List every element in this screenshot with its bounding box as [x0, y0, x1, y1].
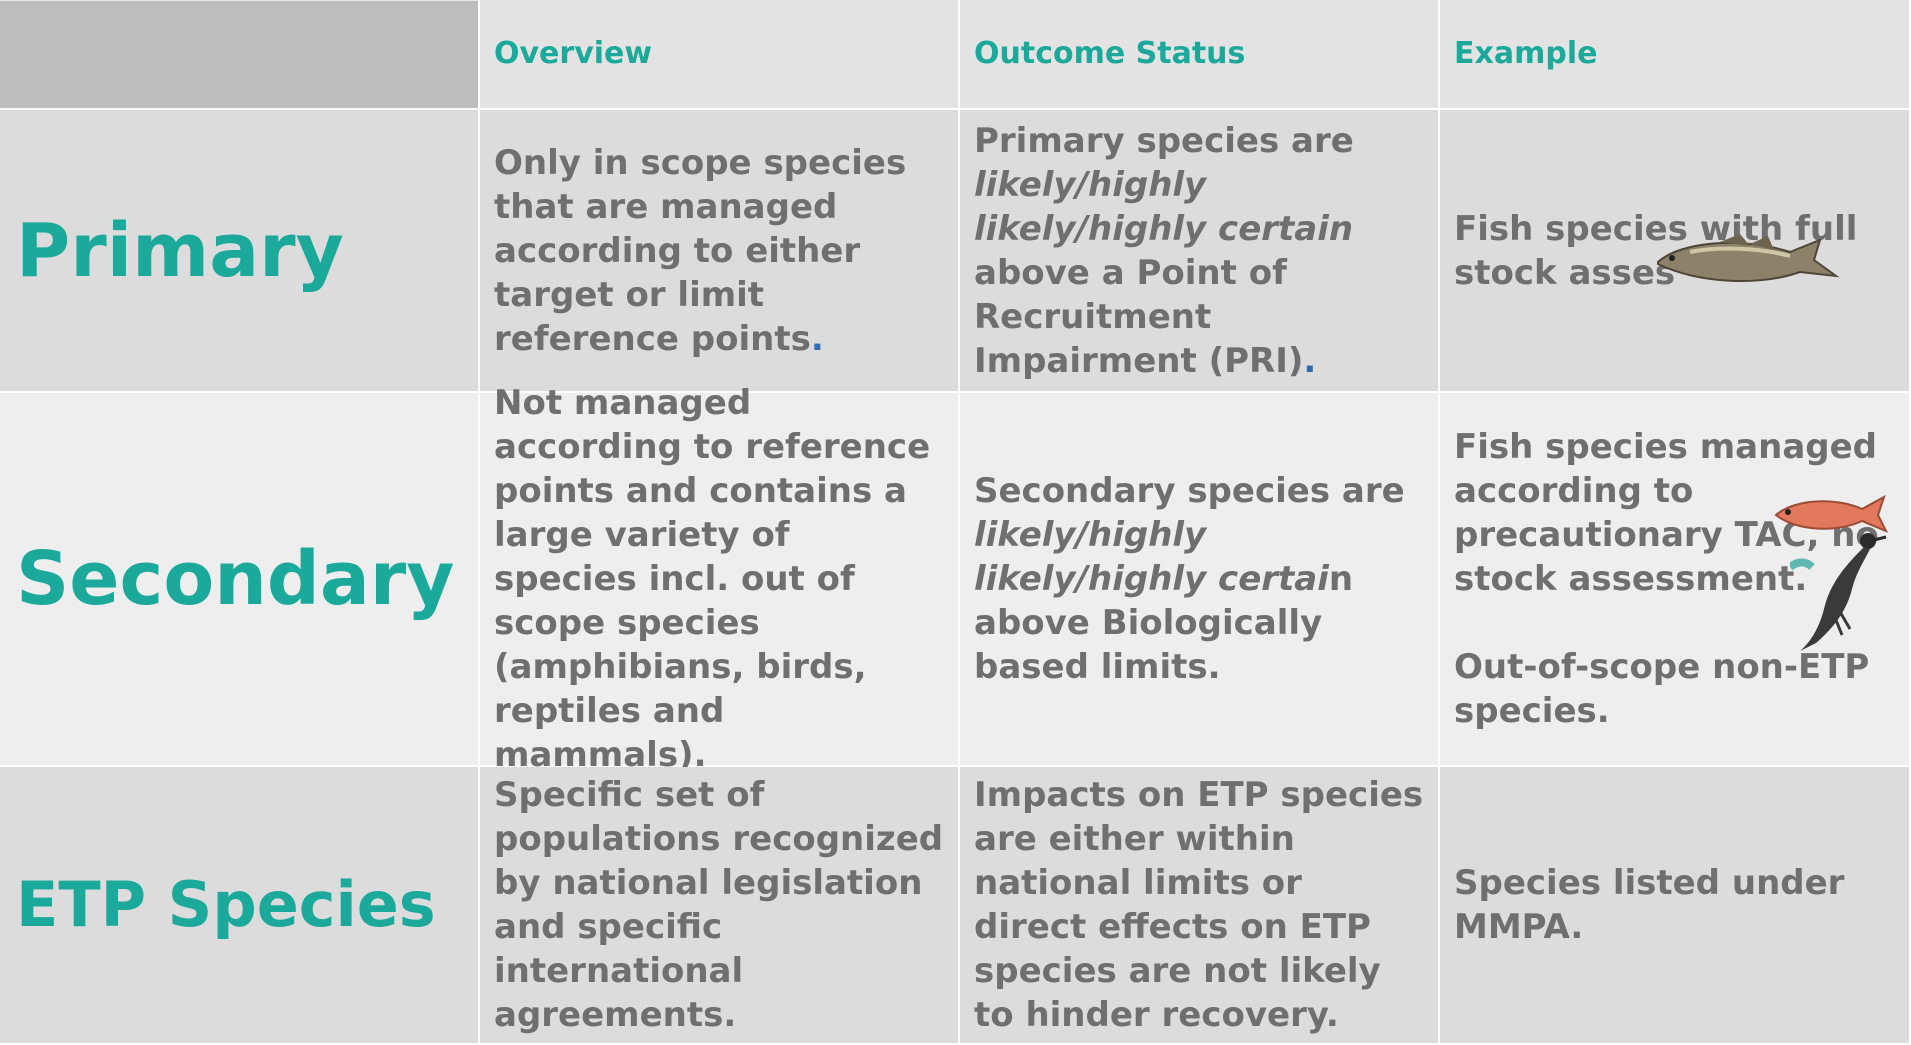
cormorant-bird-image [1790, 533, 1887, 651]
secondary-example: Fish species managed according to precau… [1440, 393, 1911, 767]
primary-overview: Only in scope species that are managed a… [480, 110, 960, 393]
etp-example: Species listed under MMPA. [1440, 767, 1911, 1045]
header-corner [0, 0, 480, 110]
secondary-outcome-status: Secondary species are likely/highly like… [960, 393, 1440, 767]
header-overview: Overview [480, 0, 960, 110]
row-label-primary: Primary [0, 110, 480, 393]
primary-outcome-status: Primary species are likely/highly likely… [960, 110, 1440, 393]
red-fish-image [1774, 494, 1889, 533]
secondary-overview: Not managed according to reference point… [480, 383, 960, 775]
cod-fish-image [1657, 234, 1840, 282]
row-label-etp-species: ETP Species [0, 767, 480, 1045]
row-label-secondary: Secondary [0, 393, 480, 767]
header-outcome-status: Outcome Status [960, 0, 1440, 110]
header-example: Example [1440, 0, 1911, 110]
etp-outcome-status: Impacts on ETP species are either within… [960, 767, 1440, 1045]
primary-example: Fish species with full stock asses [1440, 110, 1911, 393]
etp-overview: Specific set of populations recognized b… [480, 767, 960, 1045]
